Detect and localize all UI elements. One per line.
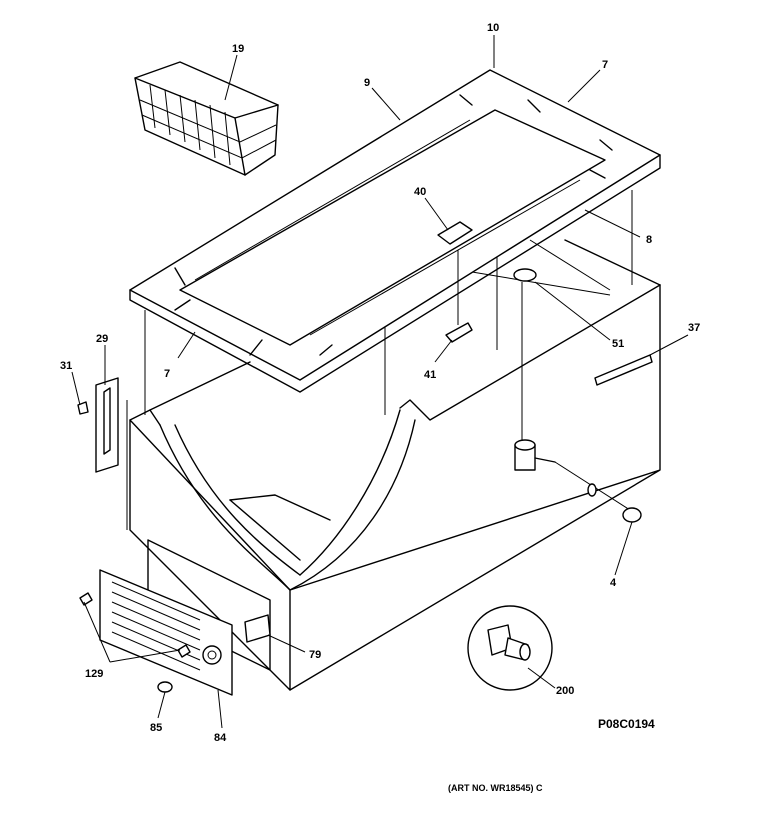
callout-200: 200 xyxy=(556,685,574,697)
callout-31: 31 xyxy=(60,360,72,372)
callout-79: 79 xyxy=(309,649,321,661)
callout-8: 8 xyxy=(646,234,652,246)
basket xyxy=(134,61,279,176)
callout-129: 129 xyxy=(85,668,103,680)
fitting-detail xyxy=(467,605,553,691)
callout-29: 29 xyxy=(96,333,108,345)
callout-10: 10 xyxy=(487,22,499,34)
callout-84: 84 xyxy=(214,732,227,744)
callout-4: 4 xyxy=(610,577,617,589)
callout-7-top: 7 xyxy=(602,59,608,71)
art-number: (ART NO. WR18545) C xyxy=(448,783,543,793)
callout-9: 9 xyxy=(364,77,370,89)
grille xyxy=(79,539,271,696)
drain-parts xyxy=(513,268,642,523)
leader-lines xyxy=(71,35,689,729)
callout-41: 41 xyxy=(424,369,436,381)
callout-51: 51 xyxy=(612,338,624,350)
nameplate xyxy=(594,354,653,386)
callout-labels: 10 19 9 7 40 8 29 31 7 51 37 41 4 79 129… xyxy=(60,22,700,744)
callout-7-left: 7 xyxy=(164,368,170,380)
callout-37: 37 xyxy=(688,322,700,334)
latch xyxy=(437,221,473,343)
callout-19: 19 xyxy=(232,43,244,55)
callout-40: 40 xyxy=(414,186,426,198)
hinge xyxy=(77,377,119,473)
drawing-code: P08C0194 xyxy=(598,717,655,731)
callout-85: 85 xyxy=(150,722,162,734)
lid-gasket-frame xyxy=(129,69,661,393)
